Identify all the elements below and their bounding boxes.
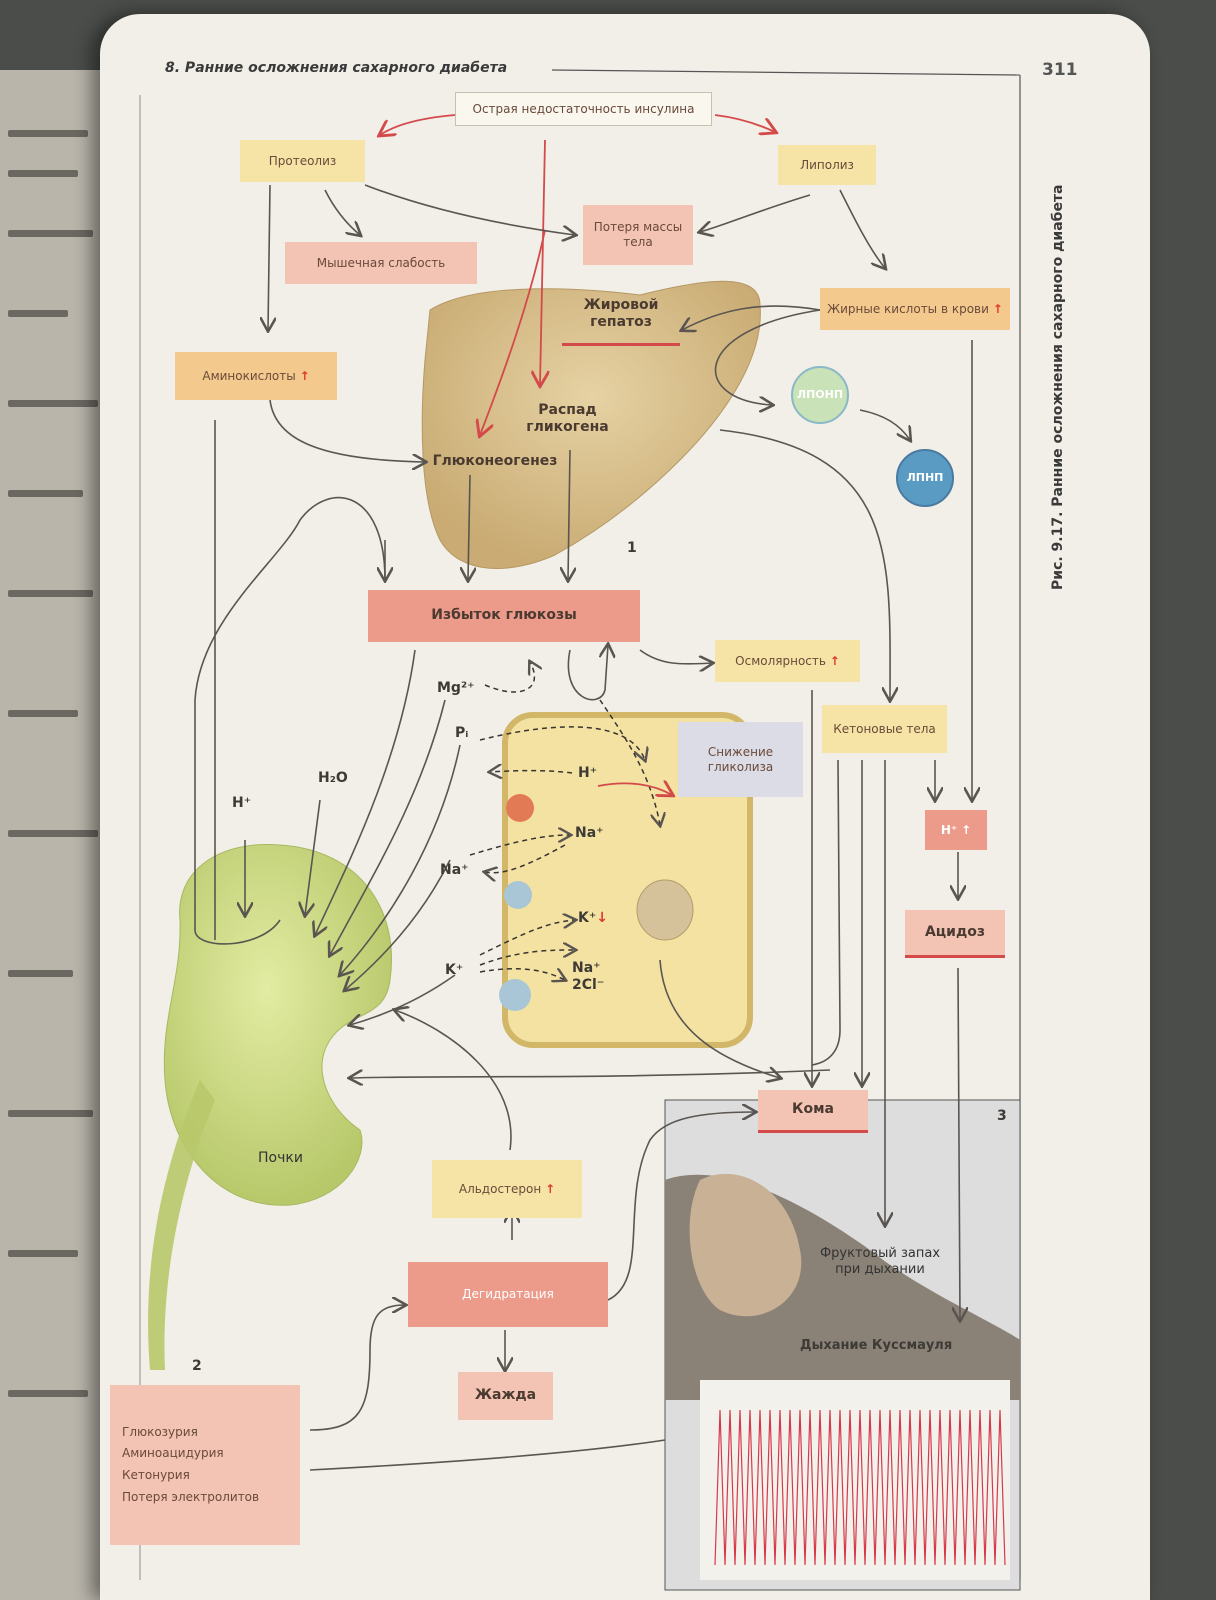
liver-shape: [421, 280, 761, 569]
ion-h2o: H₂O: [318, 770, 348, 786]
urine-loss-item: Кетонурия: [122, 1468, 190, 1482]
gluconeogenesis-label: Глюконеогенез: [432, 453, 558, 470]
kidney-shape: [163, 843, 392, 1206]
ion-na-out: Na⁺: [440, 862, 469, 878]
transporter-1: [504, 881, 532, 909]
left-text-line: [8, 1390, 88, 1397]
osmolarity-up-arrow: ↑: [829, 653, 840, 668]
reduced-glycolysis-box: Снижение гликолиза: [678, 722, 803, 797]
ion-mg: Mg²⁺: [437, 680, 475, 696]
left-text-line: [8, 400, 98, 407]
urine-loss-item: Глюкозурия: [122, 1424, 198, 1439]
weight-loss-box: Потеря массы тела: [583, 205, 693, 265]
transporter-2: [499, 979, 531, 1011]
ion-k-cell: K⁺↓: [578, 910, 608, 926]
osmolarity-box: Осмолярность ↑: [715, 640, 860, 682]
h-ion-up-arrow: ↑: [961, 822, 972, 837]
dehydration-box: Дегидратация: [408, 1262, 608, 1327]
pump-sun: [506, 794, 534, 822]
kussmaul-label: Дыхание Куссмауля: [800, 1338, 953, 1353]
ion-k-out: K⁺: [445, 962, 464, 978]
left-page-edge: [0, 70, 108, 1600]
muscle-weakness-box: Мышечная слабость: [285, 242, 477, 284]
urine-loss-item: Аминоацидурия: [122, 1446, 224, 1461]
ion-k-cell-label: K⁺: [578, 910, 597, 926]
coma-number: 3: [997, 1108, 1007, 1124]
left-text-line: [8, 970, 73, 977]
fruity-breath-label: Фруктовый запах при дыхании: [819, 1245, 941, 1277]
aldosterone-label: Альдостерон: [458, 1181, 542, 1196]
cell-shape: [502, 712, 753, 1048]
kidney-number: 2: [192, 1358, 202, 1374]
left-text-line: [8, 830, 98, 837]
coma-box: Кома: [758, 1090, 868, 1133]
page-number: 311: [1042, 60, 1078, 80]
aldosterone-up-arrow: ↑: [545, 1181, 556, 1196]
fatty-acids-up-arrow: ↑: [992, 301, 1003, 316]
ldl-label: ЛПНП: [906, 471, 944, 485]
section-header: 8. Ранние осложнения сахарного диабета: [165, 60, 508, 76]
thirst-box: Жажда: [458, 1372, 553, 1420]
ion-h-cell: H⁺: [578, 765, 598, 781]
h-ion-box: H⁺ ↑: [925, 810, 987, 850]
ketone-bodies-box: Кетоновые тела: [822, 705, 947, 753]
left-text-line: [8, 130, 88, 137]
left-text-line: [8, 1110, 93, 1117]
osmolarity-label: Осмолярность: [735, 653, 826, 668]
ion-na-2cl: Na⁺ 2Cl⁻: [572, 960, 605, 993]
ion-na-cell: Na⁺: [575, 825, 604, 841]
urine-losses-box: Глюкозурия Аминоацидурия Кетонурия Потер…: [110, 1385, 300, 1545]
kidneys-label: Почки: [258, 1150, 303, 1166]
amino-acids-up-arrow: ↑: [299, 368, 310, 383]
ion-k-down-arrow: ↓: [596, 910, 608, 926]
insulin-deficiency-box: Острая недостаточность инсулина: [455, 92, 712, 126]
left-text-line: [8, 170, 78, 177]
left-text-line: [8, 1250, 78, 1257]
lipolysis-box: Липолиз: [778, 145, 876, 185]
fatty-acids-label: Жирные кислоты в крови: [827, 301, 989, 316]
ureter-shape: [148, 1080, 215, 1370]
proteolysis-box: Протеолиз: [240, 140, 365, 182]
ion-pi: Pᵢ: [455, 725, 469, 741]
vldl-label: ЛПОНП: [796, 388, 844, 402]
acidosis-box: Ацидоз: [905, 910, 1005, 958]
excess-glucose-box: Избыток глюкозы: [368, 590, 640, 642]
kussmaul-wave: [714, 1409, 1006, 1566]
ldl-ball: [896, 449, 954, 507]
fatty-hepatosis-label: Жировой гепатоз: [562, 285, 680, 346]
fatty-acids-box: Жирные кислоты в крови ↑: [820, 288, 1010, 330]
amino-acids-label: Аминокислоты: [202, 368, 296, 383]
left-text-line: [8, 490, 83, 497]
glycogen-breakdown-label: Распад гликогена: [526, 401, 609, 436]
ion-h-left: H⁺: [232, 795, 252, 811]
left-text-line: [8, 590, 93, 597]
left-text-line: [8, 230, 93, 237]
left-text-line: [8, 710, 78, 717]
urine-loss-item: Потеря электролитов: [122, 1489, 260, 1504]
h-ion-label: H⁺: [940, 822, 958, 837]
amino-acids-box: Аминокислоты ↑: [175, 352, 337, 400]
aldosterone-box: Альдостерон ↑: [432, 1160, 582, 1218]
left-text-line: [8, 310, 68, 317]
vldl-ball: [791, 366, 849, 424]
liver-number: 1: [627, 540, 637, 556]
cell-nucleus: [636, 879, 694, 941]
